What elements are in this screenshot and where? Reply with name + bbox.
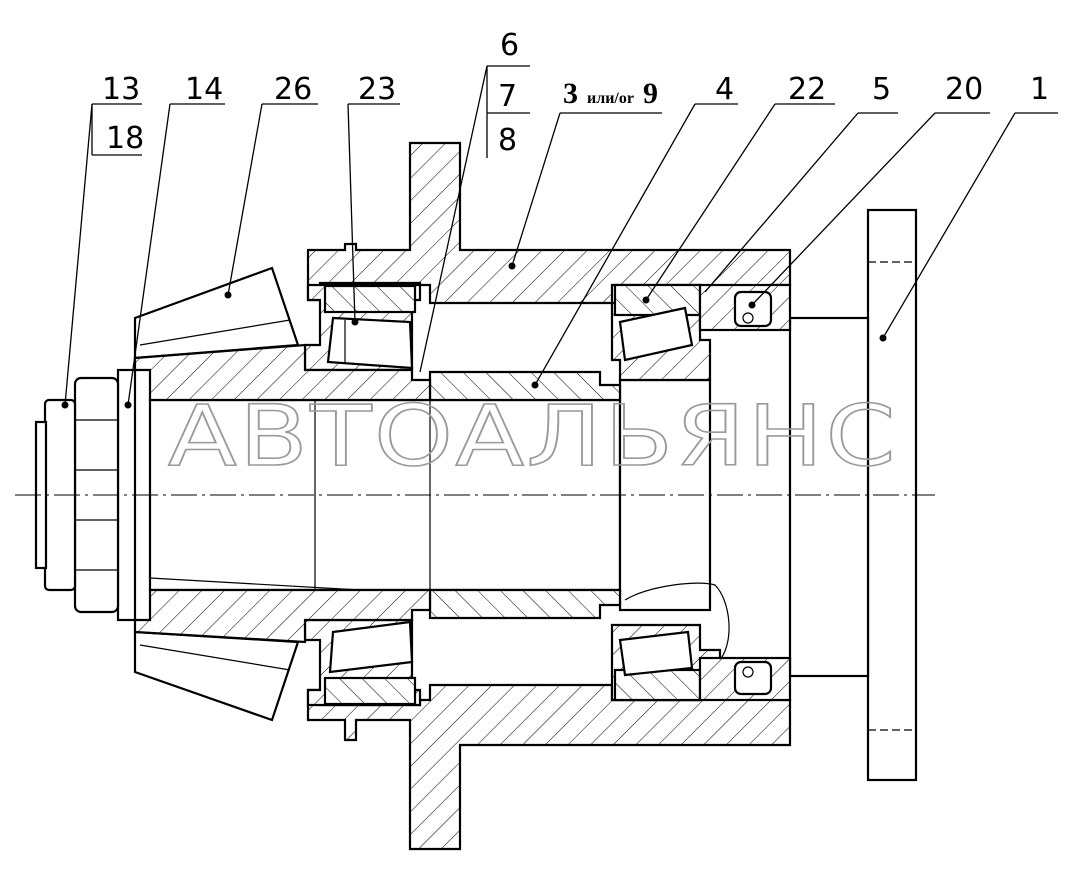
outer-bearing-upper [613, 283, 702, 362]
callout-labels: 13 18 14 26 23 6 7 8 3 или/or 9 4 22 5 2… [102, 28, 1049, 158]
outer-bearing-lower [613, 630, 702, 702]
leader-lines [64, 65, 1058, 406]
inner-bearing-lower [303, 618, 422, 707]
cone-yoke-upper [133, 266, 300, 360]
label-4: 4 [715, 72, 734, 107]
oil-seal-lower [698, 656, 792, 702]
oil-seal-upper [698, 283, 792, 332]
label-18: 18 [106, 121, 144, 156]
label-3-or-9: 3 или/or 9 [563, 77, 658, 110]
leader-dots [61, 262, 887, 409]
label-8: 8 [498, 123, 517, 158]
inner-bearing-upper [303, 283, 422, 372]
label-6: 6 [500, 28, 519, 63]
label-26: 26 [274, 72, 312, 107]
label-14: 14 [185, 72, 223, 107]
label-13: 13 [102, 72, 140, 107]
spacer-sleeve [428, 370, 622, 620]
label-20: 20 [945, 72, 983, 107]
label-22: 22 [788, 72, 826, 107]
label-1: 1 [1030, 72, 1049, 107]
cone-yoke-lower [133, 630, 300, 722]
label-23: 23 [358, 72, 396, 107]
watermark: АВТОАЛЬЯНС [168, 387, 898, 485]
hub-sleeve [133, 343, 432, 644]
label-7: 7 [498, 79, 517, 114]
label-5: 5 [872, 72, 891, 107]
